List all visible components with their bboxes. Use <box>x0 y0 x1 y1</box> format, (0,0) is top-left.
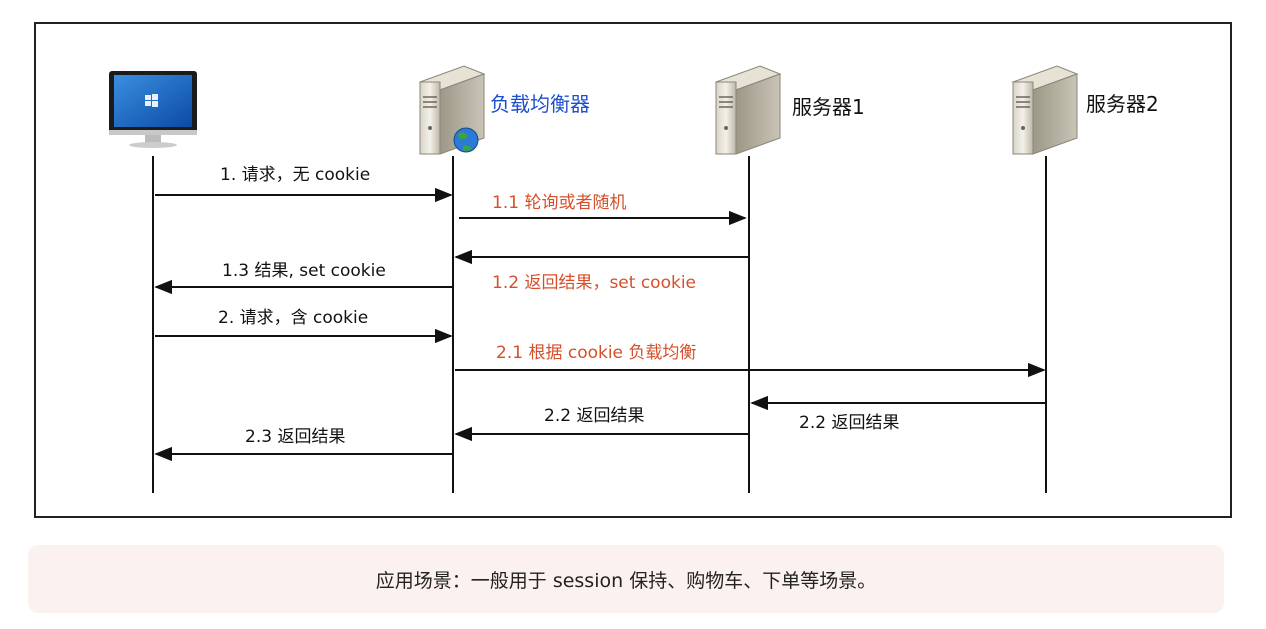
label-m13: 1.3 结果, set cookie <box>222 261 386 281</box>
server-icon <box>1011 65 1079 155</box>
usage-note-text: 应用场景：一般用于 session 保持、购物车、下单等场景。 <box>375 569 877 592</box>
label-m1: 1. 请求，无 cookie <box>220 165 370 185</box>
label-m12: 1.2 返回结果，set cookie <box>492 273 696 293</box>
label-m22a: 2.2 返回结果 <box>799 413 899 433</box>
server1-label: 服务器1 <box>792 95 865 119</box>
label-m11: 1.1 轮询或者随机 <box>492 193 626 213</box>
server-icon <box>714 65 782 155</box>
lb-label: 负载均衡器 <box>490 92 590 116</box>
usage-note: 应用场景：一般用于 session 保持、购物车、下单等场景。 <box>28 545 1224 613</box>
label-m21: 2.1 根据 cookie 负载均衡 <box>496 343 696 363</box>
diagram-frame <box>34 22 1232 518</box>
label-m2: 2. 请求，含 cookie <box>218 308 368 328</box>
server2-label: 服务器2 <box>1086 92 1159 116</box>
monitor-icon <box>109 71 197 148</box>
label-m23: 2.3 返回结果 <box>245 427 345 447</box>
server-globe-icon <box>418 65 486 155</box>
label-m22b: 2.2 返回结果 <box>544 406 644 426</box>
